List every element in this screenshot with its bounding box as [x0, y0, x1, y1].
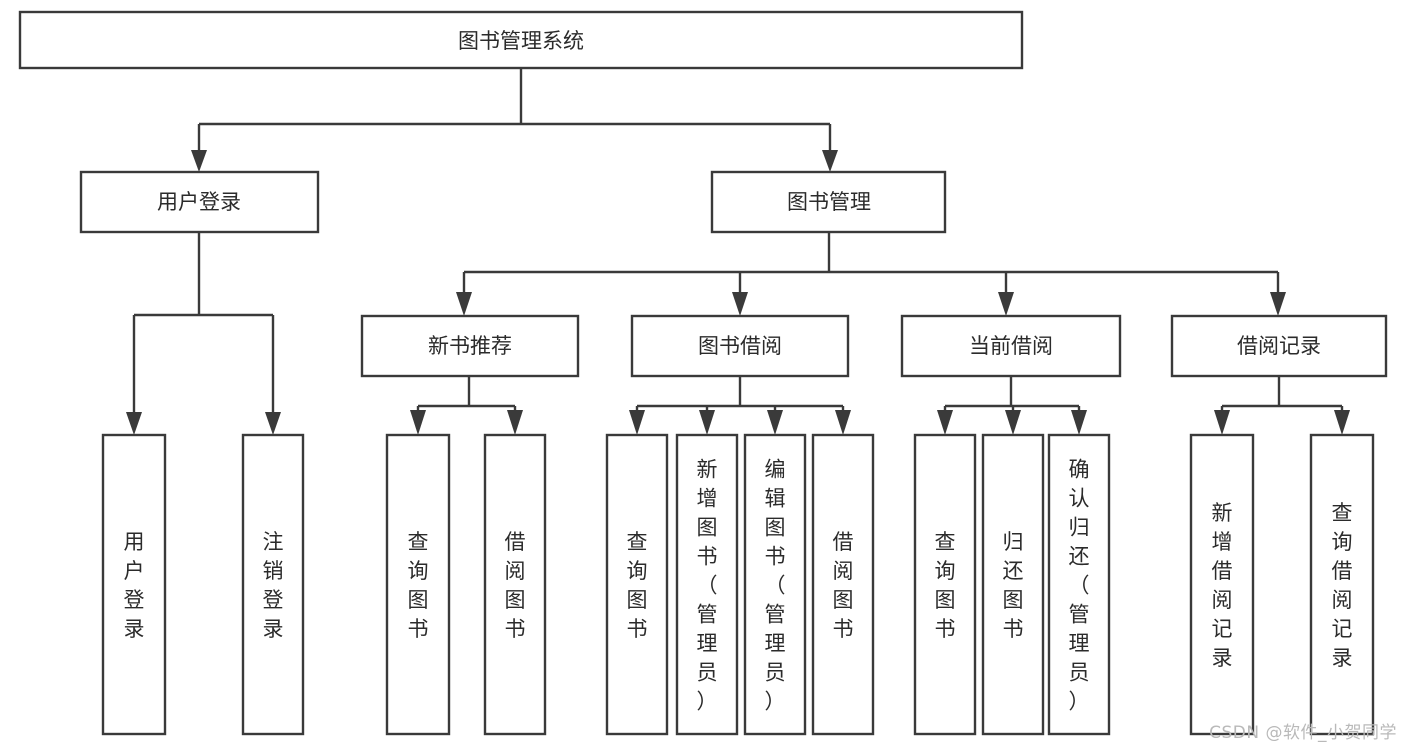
node-leaf-query-book-2-box[interactable] [605, 433, 669, 736]
node-leaf-edit-book-box[interactable] [743, 433, 807, 736]
node-leaf-return-book-label: 归还图书 [1003, 530, 1024, 641]
node-new-book-rec-label: 新书推荐 [428, 334, 512, 358]
node-leaf-add-record-box[interactable] [1189, 433, 1255, 736]
node-leaf-add-book-label: 新增图书（管理员） [697, 458, 718, 714]
node-leaf-borrow-book-2-label: 借阅图书 [833, 530, 854, 641]
node-leaf-query-record-box[interactable] [1309, 433, 1375, 736]
node-leaf-user-login[interactable]: 用户登录 [101, 433, 167, 736]
node-leaf-borrow-book-2[interactable]: 借阅图书 [811, 433, 875, 736]
arrow-leaf-edit-book [767, 410, 783, 435]
node-new-book-rec[interactable]: 新书推荐 [360, 314, 580, 378]
node-leaf-edit-book[interactable]: 编辑图书（管理员） [743, 433, 807, 736]
node-leaf-logout[interactable]: 注销登录 [241, 433, 305, 736]
arrow-leaf-query-record [1334, 410, 1350, 435]
node-leaf-query-book-1-box[interactable] [385, 433, 451, 736]
node-leaf-user-login-box[interactable] [101, 433, 167, 736]
node-leaf-query-book-1[interactable]: 查询图书 [385, 433, 451, 736]
node-leaf-borrow-book-1[interactable]: 借阅图书 [483, 433, 547, 736]
arrow-to-book-borrow [732, 292, 748, 316]
node-leaf-user-login-label: 用户登录 [124, 530, 145, 641]
node-root-label: 图书管理系统 [458, 29, 584, 53]
node-current-borrow[interactable]: 当前借阅 [900, 314, 1122, 378]
node-leaf-logout-box[interactable] [241, 433, 305, 736]
node-leaf-query-book-3-box[interactable] [913, 433, 977, 736]
node-borrow-record-box[interactable] [1170, 314, 1388, 378]
node-leaf-borrow-book-1-label: 借阅图书 [505, 530, 526, 641]
arrow-leaf-logout [265, 412, 281, 435]
node-leaf-query-book-2-label: 查询图书 [627, 530, 648, 641]
connector-layer [126, 68, 1350, 435]
node-leaf-confirm-return-box[interactable] [1047, 433, 1111, 736]
node-new-book-rec-box[interactable] [360, 314, 580, 378]
node-book-borrow-box[interactable] [630, 314, 850, 378]
arrow-leaf-borrow-book-2 [835, 410, 851, 435]
node-leaf-query-record-label: 查询借阅记录 [1332, 501, 1353, 670]
node-leaf-add-record[interactable]: 新增借阅记录 [1189, 433, 1255, 736]
arrow-to-new-book-rec [456, 292, 472, 316]
node-leaf-add-book[interactable]: 新增图书（管理员） [675, 433, 739, 736]
node-user-login[interactable]: 用户登录 [79, 170, 320, 234]
node-root[interactable]: 图书管理系统 [18, 10, 1024, 70]
arrow-to-current-borrow [998, 292, 1014, 316]
arrow-leaf-query-book-1 [410, 410, 426, 435]
node-root-box[interactable] [18, 10, 1024, 70]
node-leaf-edit-book-label: 编辑图书（管理员） [765, 458, 786, 714]
arrow-to-book-manage [822, 150, 838, 172]
arrow-leaf-return-book [1005, 410, 1021, 435]
arrow-leaf-query-book-3 [937, 410, 953, 435]
arrow-leaf-add-record [1214, 410, 1230, 435]
arrow-to-borrow-record [1270, 292, 1286, 316]
node-leaf-query-record[interactable]: 查询借阅记录 [1309, 433, 1375, 736]
node-leaf-logout-label: 注销登录 [263, 530, 284, 641]
arrow-leaf-query-book-2 [629, 410, 645, 435]
arrow-to-user-login [191, 150, 207, 172]
node-leaf-confirm-return-label: 确认归还（管理员） [1069, 458, 1090, 714]
node-borrow-record-label: 借阅记录 [1237, 334, 1321, 358]
arrow-leaf-user-login [126, 412, 142, 435]
arrow-leaf-borrow-book-1 [507, 410, 523, 435]
node-leaf-borrow-book-2-box[interactable] [811, 433, 875, 736]
node-user-login-label: 用户登录 [157, 190, 241, 214]
node-book-manage[interactable]: 图书管理 [710, 170, 947, 234]
csdn-watermark: CSDN @软件_小贺同学 [1209, 723, 1397, 743]
node-leaf-return-book[interactable]: 归还图书 [981, 433, 1045, 736]
node-book-manage-label: 图书管理 [787, 190, 871, 214]
node-leaf-borrow-book-1-box[interactable] [483, 433, 547, 736]
node-leaf-add-record-label: 新增借阅记录 [1212, 501, 1233, 670]
node-current-borrow-label: 当前借阅 [969, 334, 1053, 358]
node-leaf-query-book-3[interactable]: 查询图书 [913, 433, 977, 736]
node-borrow-record[interactable]: 借阅记录 [1170, 314, 1388, 378]
node-book-borrow[interactable]: 图书借阅 [630, 314, 850, 378]
node-book-borrow-label: 图书借阅 [698, 334, 782, 358]
node-book-manage-box[interactable] [710, 170, 947, 234]
node-current-borrow-box[interactable] [900, 314, 1122, 378]
node-leaf-add-book-box[interactable] [675, 433, 739, 736]
node-leaf-query-book-2[interactable]: 查询图书 [605, 433, 669, 736]
arrow-leaf-add-book [699, 410, 715, 435]
arrow-leaf-confirm-return [1071, 410, 1087, 435]
node-user-login-box[interactable] [79, 170, 320, 234]
node-leaf-return-book-box[interactable] [981, 433, 1045, 736]
node-leaf-query-book-1-label: 查询图书 [408, 530, 429, 641]
node-leaf-confirm-return[interactable]: 确认归还（管理员） [1047, 433, 1111, 736]
node-leaf-query-book-3-label: 查询图书 [935, 530, 956, 641]
